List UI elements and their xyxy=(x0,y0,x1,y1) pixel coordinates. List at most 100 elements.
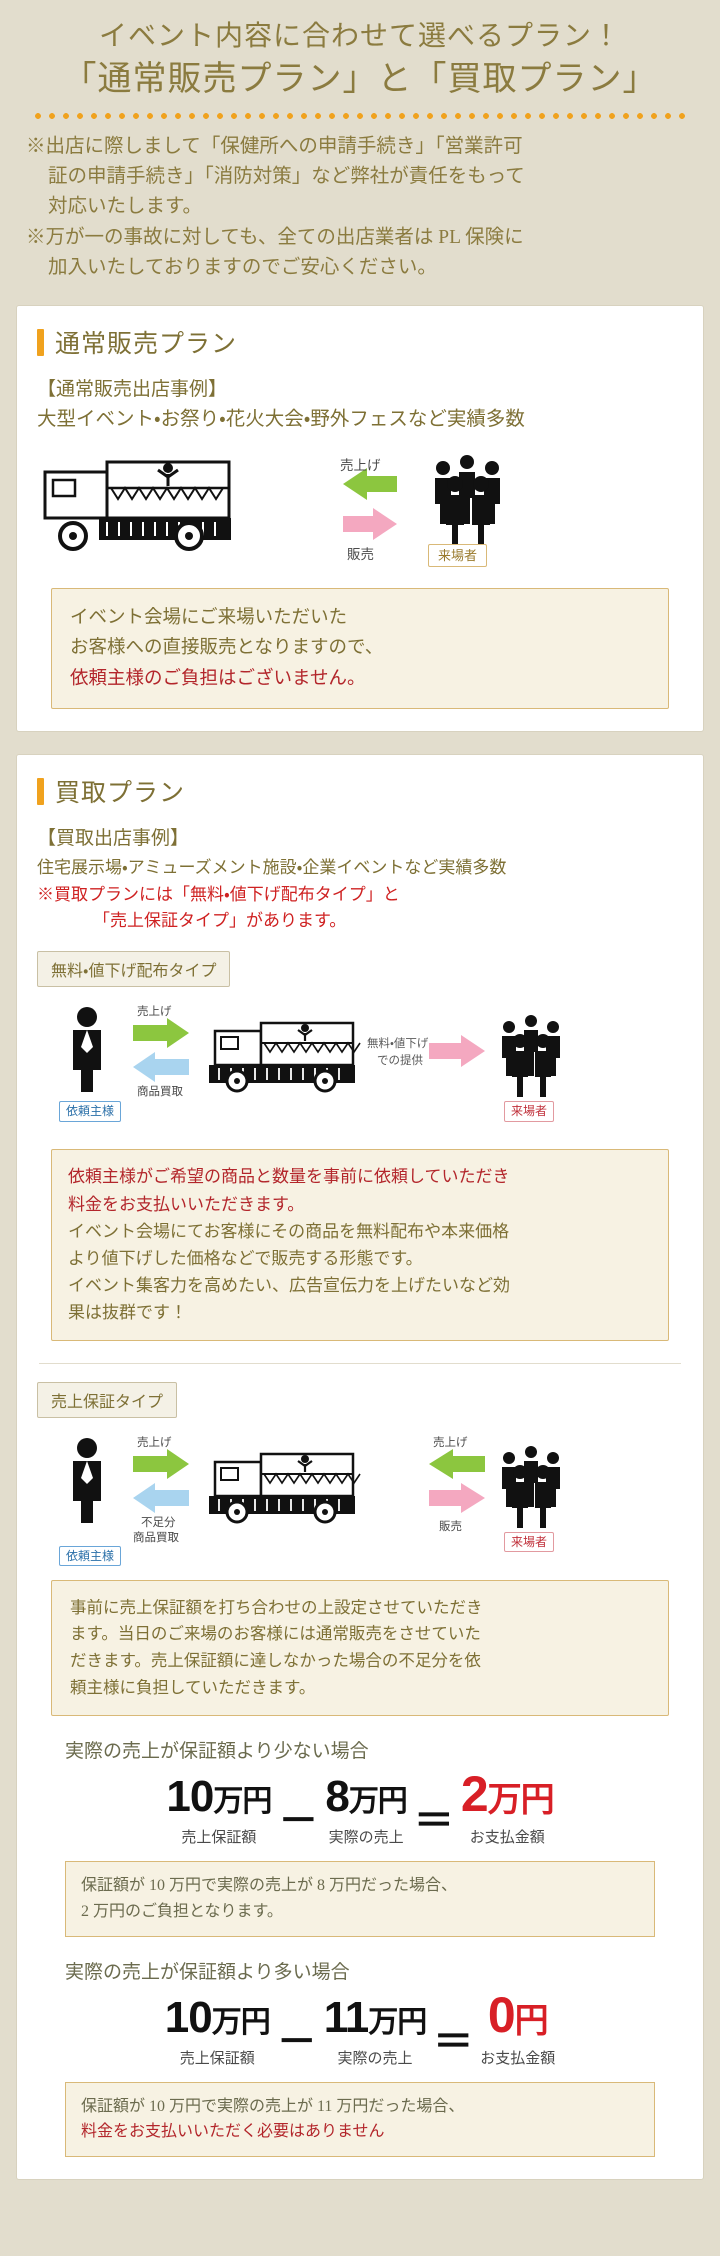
typeB-visitor-label: 来場者 xyxy=(504,1531,555,1552)
visitors-icon-typeB xyxy=(502,1445,560,1528)
typeB-shortfall-arrow-blue xyxy=(133,1482,189,1513)
case-less-term1-unit: 万円 xyxy=(213,1785,272,1819)
plan1-arrow-up-label: 売上げ xyxy=(340,457,381,473)
header-title-line1: イベント内容に合わせて選べるプラン！ xyxy=(98,21,621,52)
case-less-term1-number: 10 xyxy=(166,1772,214,1822)
visitors-icon-typeA xyxy=(502,1015,560,1098)
case-less-note-line2: 2 万円のご負担となります。 xyxy=(81,1903,283,1921)
card-buyout-plan: 買取プラン 【買取出店事例】 住宅展示場・アミューズメント施設・企業イベントなど… xyxy=(16,754,704,2180)
typeB-selling-arrow-pink xyxy=(429,1482,485,1513)
plan1-callout-line2: お客様への直接販売となりますので、 xyxy=(70,638,384,659)
typeA-provide-arrow-pink xyxy=(429,1035,485,1068)
case-less-op-equals: ＝ xyxy=(413,1799,454,1844)
dotted-divider xyxy=(32,111,688,120)
typeB-callout-line3: だきます。売上保証額に達しなかった場合の不足分を依 xyxy=(70,1651,481,1671)
case-more-op-equals: ＝ xyxy=(433,2019,474,2064)
typeB-visitor-sales-arrow-green xyxy=(429,1448,485,1479)
case-less-op-minus: － xyxy=(278,1799,319,1844)
typeA-diagram: 売上げ 商品買取 依頼主様 無料・値下げ での提供 来場者 xyxy=(37,995,683,1135)
plan1-example-sub: 大型イベント・お祭り・花火大会・野外フェスなど実績多数 xyxy=(37,408,525,430)
typeB-callout-line1: 事前に売上保証額を打ち合わせの上設定させていただき xyxy=(70,1597,483,1617)
typeB-arrow-bottom-label1: 不足分 xyxy=(141,1516,176,1529)
typeA-provide-label-line1: 無料・値下げ xyxy=(367,1035,429,1052)
typeA-provide-label-line2: での提供 xyxy=(377,1052,423,1069)
case-less-result-caption: お支払金額 xyxy=(469,1829,545,1847)
case-less-term1-caption: 売上保証額 xyxy=(181,1829,257,1847)
plan1-diagram-svg xyxy=(43,454,500,551)
truck-icon-typeB xyxy=(209,1452,361,1524)
plan1-callout-line1: イベント会場にご来場いただいた xyxy=(70,607,348,628)
typeB-diagram: 売上げ 不足分 商品買取 依頼主様 売上げ 販売 来場者 xyxy=(37,1426,683,1566)
case-less-result-unit: 万円 xyxy=(487,1781,555,1820)
typeA-buy-arrow-blue xyxy=(133,1052,189,1083)
plan1-diagram: 売上げ 販売 来場者 xyxy=(37,444,683,574)
plan2-red-note-line1: ※買取プランには「無料・値下げ配布タイプ」と xyxy=(37,885,400,905)
case-more-term1-number: 10 xyxy=(164,1992,213,2042)
typeB-sales-arrow-green xyxy=(133,1448,189,1479)
case-more-term2-unit: 万円 xyxy=(368,2005,427,2039)
plan1-visitor-label: 来場者 xyxy=(428,543,488,568)
case-less-result-value: 2万円 xyxy=(460,1766,555,1823)
case-more-result-number: 0 xyxy=(487,1986,516,2043)
plan1-title: 通常販売プラン xyxy=(55,331,238,359)
plan2-example-sub: 住宅展示場・アミューズメント施設・企業イベントなど実績多数 xyxy=(37,857,507,877)
case-less-term2-value: 8万円 xyxy=(325,1775,408,1819)
case-less-term2-unit: 万円 xyxy=(348,1785,408,1819)
case-less-note: 保証額が 10 万円で実際の売上が 8 万円だった場合、 2 万円のご負担となり… xyxy=(65,1861,655,1937)
case-more-note-line2: 料金をお支払いいただく必要はありません xyxy=(81,2123,385,2141)
notice-2-line1: 万が一の事故に対しても、全ての出店業者は PL 保険に xyxy=(45,226,524,248)
typeA-callout-line1: 依頼主様がご希望の商品と数量を事前に依頼していただき xyxy=(68,1167,510,1187)
typeB-callout-line2: ます。当日のご来場のお客様には通常販売をさせていた xyxy=(70,1624,481,1644)
typeB-callout-line4: 頼主様に負担していただきます。 xyxy=(70,1677,316,1697)
card-normal-sales-plan: 通常販売プラン 【通常販売出店事例】 大型イベント・お祭り・花火大会・野外フェス… xyxy=(16,305,704,733)
typeA-callout-line2: 料金をお支払いいただきます。 xyxy=(68,1194,305,1214)
plan2-example-head: 【買取出店事例】 xyxy=(37,828,190,850)
case-more-term1-unit: 万円 xyxy=(211,2005,271,2039)
case-more-intro: 実際の売上が保証額より多い場合 xyxy=(65,1961,350,1983)
case-more-result-unit: 円 xyxy=(514,2001,549,2040)
case-less-intro: 実際の売上が保証額より少ない場合 xyxy=(65,1741,369,1763)
truck-icon xyxy=(43,460,231,551)
typeB-tag: 売上保証タイプ xyxy=(37,1381,178,1418)
case-more-term2-number: 11 xyxy=(323,1992,370,2042)
typeA-visitor-label: 来場者 xyxy=(504,1101,555,1122)
plan1-callout-emphasis: 依頼主様のご負担はございません。 xyxy=(70,668,366,689)
case-more-term1-caption: 売上保証額 xyxy=(179,2049,255,2067)
visitors-icon xyxy=(435,454,500,547)
accent-bar-icon xyxy=(37,328,44,356)
typeA-arrow-top-label: 売上げ xyxy=(137,1006,172,1019)
case-more-result-caption: お支払金額 xyxy=(480,2049,556,2067)
typeA-arrow-bottom-label: 商品買取 xyxy=(137,1086,183,1099)
notice-2-line2: 加入いたしておりますのでご安心ください。 xyxy=(48,256,437,278)
notice-2: ※万が一の事故に対しても、全ての出店業者は PL 保険に 加入いたしておりますの… xyxy=(26,223,694,283)
typeA-callout-line5: イベント集客力を高めたい、広告宣伝力を上げたいなど効 xyxy=(68,1276,510,1296)
plan1-title-row: 通常販売プラン xyxy=(37,324,683,360)
sales-arrow-green xyxy=(343,467,397,500)
plan2-red-note-line2: 「売上保証タイプ」があります。 xyxy=(93,910,347,930)
typeA-callout-line3: イベント会場にてお客様にその商品を無料配布や本来価格 xyxy=(68,1221,510,1241)
typeA-sales-arrow-green xyxy=(133,1018,189,1049)
page-header: イベント内容に合わせて選べるプラン！ 「通常販売プラン」と「買取プラン」 ※出店… xyxy=(0,0,720,283)
typeB-arrow-right-top-label: 売上げ xyxy=(433,1436,468,1449)
plan2-red-note: ※買取プランには「無料・値下げ配布タイプ」と 「売上保証タイプ」があります。 xyxy=(37,882,683,933)
plan1-example-head: 【通常販売出店事例】 xyxy=(37,379,228,401)
notice-2-mark: ※ xyxy=(26,226,46,248)
typeB-diagram-svg xyxy=(73,1437,560,1528)
case-less-term2: 8万円 実際の売上 xyxy=(325,1775,408,1847)
client-person-icon-b xyxy=(73,1437,101,1523)
case-more-term2-caption: 実際の売上 xyxy=(337,2049,413,2067)
plan1-callout: イベント会場にご来場いただいた お客様への直接販売となりますので、 依頼主様のご… xyxy=(51,587,669,710)
case-more-result: 0円 お支払金額 xyxy=(480,1990,555,2068)
typeA-callout: 依頼主様がご希望の商品と数量を事前に依頼していただき 料金をお支払いいただきます… xyxy=(51,1149,669,1341)
notice-1: ※出店に際しまして「保健所への申請手続き」「営業許可 証の申請手続き」「消防対策… xyxy=(26,132,694,223)
case-more-term1-value: 10万円 xyxy=(164,1992,271,2042)
header-notices: ※出店に際しまして「保健所への申請手続き」「営業許可 証の申請手続き」「消防対策… xyxy=(26,132,694,283)
accent-bar-icon-2 xyxy=(37,777,44,805)
case-more-term2: 11万円 実際の売上 xyxy=(323,1992,428,2068)
case-less-result-number: 2 xyxy=(460,1766,489,1823)
type-divider xyxy=(39,1362,681,1364)
plan2-title-row: 買取プラン xyxy=(37,773,683,809)
truck-icon-typeA xyxy=(209,1022,361,1093)
typeA-diagram-svg xyxy=(73,1007,560,1098)
case-more-note-line1: 保証額が 10 万円で実際の売上が 11 万円だった場合、 xyxy=(81,2097,465,2115)
